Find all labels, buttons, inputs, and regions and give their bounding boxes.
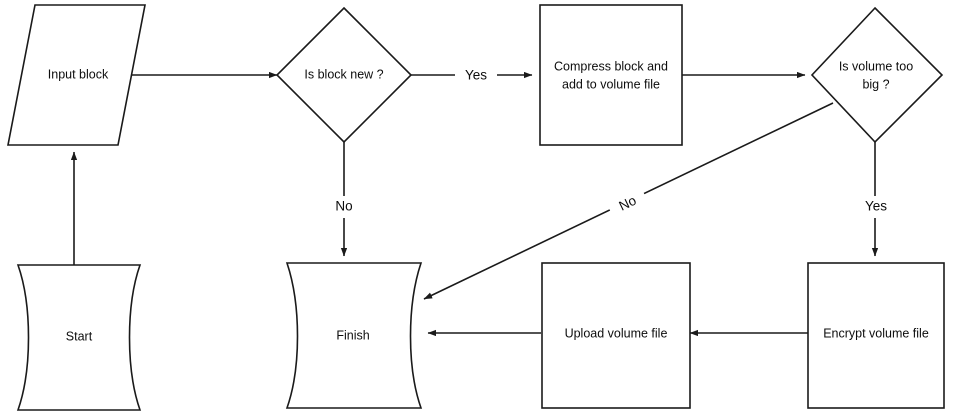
node-is-volume-too-big[interactable]: Is volume too big ? — [810, 6, 944, 144]
edge-label-toobig-yes: Yes — [855, 196, 897, 218]
node-finish-label: Finish — [336, 328, 369, 342]
node-compress-block[interactable]: Compress block and add to volume file — [539, 4, 683, 146]
edge-label-isnew-yes-text: Yes — [465, 68, 487, 83]
edge-label-toobig-no: No — [606, 185, 650, 223]
edge-label-toobig-no-text: No — [617, 193, 639, 214]
node-start[interactable]: Start — [16, 264, 142, 411]
node-input-block[interactable]: Input block — [7, 4, 146, 146]
node-compress-block-label-line2: add to volume file — [562, 77, 660, 91]
node-input-block-label: Input block — [48, 67, 109, 81]
node-finish[interactable]: Finish — [285, 262, 423, 409]
node-upload-volume-file-label: Upload volume file — [565, 326, 668, 340]
node-is-block-new[interactable]: Is block new ? — [275, 6, 413, 144]
node-encrypt-volume-file[interactable]: Encrypt volume file — [807, 262, 945, 409]
edge-label-isnew-no-text: No — [335, 199, 352, 214]
node-is-volume-too-big-label-line2: big ? — [862, 77, 889, 91]
node-is-block-new-label: Is block new ? — [304, 67, 383, 81]
node-is-volume-too-big-label-line1: Is volume too — [839, 59, 913, 73]
edge-label-isnew-no: No — [326, 196, 363, 218]
edge-label-isnew-yes: Yes — [455, 65, 497, 86]
node-start-label: Start — [66, 329, 93, 343]
node-upload-volume-file[interactable]: Upload volume file — [541, 262, 691, 409]
node-compress-block-label-line1: Compress block and — [554, 59, 668, 73]
node-encrypt-volume-file-label: Encrypt volume file — [823, 326, 929, 340]
edge-label-toobig-yes-text: Yes — [865, 199, 887, 214]
